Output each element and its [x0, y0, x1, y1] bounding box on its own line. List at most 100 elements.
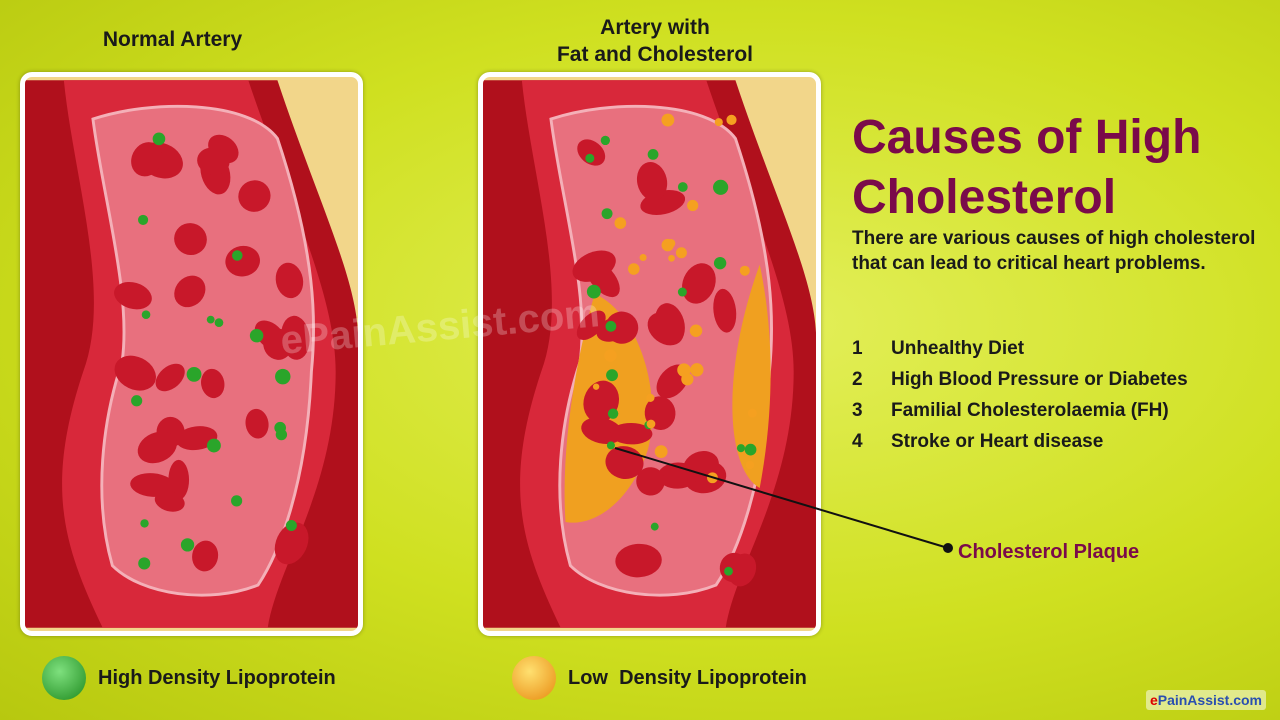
- red-blood-cell: [610, 422, 653, 445]
- hdl-particle: [736, 444, 746, 453]
- list-item: 4 Stroke or Heart disease: [852, 431, 1188, 462]
- causes-list: 1 Unhealthy Diet 2 High Blood Pressure or …: [852, 338, 1188, 462]
- hdl-particle: [606, 369, 618, 382]
- hdl-particle: [275, 368, 291, 385]
- epainassist-logo: ePainAssist.com: [1145, 690, 1266, 710]
- red-blood-cell: [154, 490, 185, 512]
- item-text: Familial Cholesterolaemia (FH): [891, 400, 1169, 421]
- ldl-particle: [726, 114, 737, 125]
- red-blood-cell: [176, 426, 218, 451]
- red-blood-cell: [201, 368, 225, 399]
- title-line-2: Cholesterol: [852, 171, 1117, 224]
- hdl-particle: [600, 135, 611, 146]
- ldl-particle: [639, 254, 647, 262]
- red-blood-cell: [238, 180, 271, 212]
- item-number: 2: [852, 369, 863, 390]
- hdl-particle: [140, 519, 149, 528]
- hdl-particle: [180, 538, 195, 552]
- ldl-particle: [646, 419, 656, 429]
- hdl-particle: [152, 132, 166, 146]
- red-blood-cell: [131, 142, 163, 177]
- red-blood-cell: [576, 310, 606, 341]
- red-blood-cell: [713, 288, 737, 333]
- page-title: Causes of High Cholesterol: [852, 108, 1201, 228]
- red-blood-cell: [647, 312, 684, 346]
- red-blood-cell: [130, 473, 175, 497]
- cholesterol-plaque-label: Cholesterol Plaque: [958, 541, 1140, 563]
- red-blood-cell: [245, 408, 269, 439]
- red-blood-cell: [174, 275, 206, 308]
- item-number: 1: [852, 338, 863, 359]
- red-blood-cell: [577, 139, 606, 166]
- hdl-particle: [724, 566, 733, 576]
- intro-text: There are various causes of high cholest…: [852, 228, 1256, 274]
- normal-artery-illustration: [20, 72, 363, 636]
- hdl-particle: [713, 256, 727, 270]
- red-blood-cell: [728, 553, 757, 587]
- hdl-particle: [585, 153, 595, 163]
- hdl-particle: [650, 522, 659, 531]
- legend-hdl-label: High Density Lipoprotein: [98, 666, 336, 689]
- red-blood-cell: [137, 431, 177, 464]
- legend-hdl: High Density Lipoprotein: [42, 656, 336, 700]
- ldl-particle: [661, 113, 675, 127]
- ldl-particle: [745, 460, 755, 470]
- red-blood-cell: [636, 467, 665, 496]
- ldl-particle: [689, 324, 703, 337]
- hdl-particle: [206, 315, 215, 324]
- red-blood-cell: [155, 363, 185, 392]
- red-blood-cell: [275, 262, 304, 299]
- hdl-particle: [606, 441, 615, 450]
- hdl-particle: [601, 208, 613, 220]
- fat-artery-caption: Artery with Fat and Cholesterol: [510, 14, 800, 68]
- fat-artery-illustration: [478, 72, 821, 636]
- logo-text: PainAssist.com: [1157, 692, 1262, 708]
- red-blood-cell: [615, 543, 662, 578]
- item-text: High Blood Pressure or Diabetes: [891, 369, 1188, 390]
- legend-ldl-label: Low Density Lipoprotein: [568, 666, 807, 689]
- ldl-particle: [654, 445, 668, 459]
- red-blood-cell: [174, 223, 207, 256]
- hdl-particle: [186, 366, 202, 382]
- logo-e: e: [1149, 692, 1158, 708]
- hdl-particle: [677, 287, 687, 297]
- hdl-particle: [744, 443, 757, 456]
- red-blood-cell: [192, 540, 219, 572]
- title-line-1: Causes of High: [852, 111, 1202, 164]
- hdl-particle: [677, 182, 688, 192]
- ldl-particle: [661, 238, 674, 252]
- caption-line-2: Fat and Cholesterol: [556, 43, 754, 66]
- ldl-particle: [628, 263, 640, 275]
- ldl-particle: [614, 217, 627, 229]
- ldl-particle: [668, 254, 675, 262]
- red-blood-cell: [636, 162, 668, 201]
- hdl-particle: [232, 250, 243, 261]
- red-blood-cell: [114, 355, 156, 391]
- red-blood-cell: [197, 147, 230, 175]
- ldl-particle: [646, 393, 655, 403]
- hdl-particle: [605, 320, 617, 332]
- red-blood-cell: [280, 315, 310, 360]
- ldl-particle: [592, 383, 600, 390]
- red-blood-cell: [274, 522, 309, 565]
- red-blood-cell: [681, 263, 716, 304]
- red-blood-cell: [114, 281, 152, 310]
- item-text: Stroke or Heart disease: [891, 431, 1104, 452]
- hdl-particle: [607, 408, 619, 419]
- hdl-particle: [249, 328, 264, 343]
- red-blood-cell: [254, 320, 286, 351]
- hdl-particle: [231, 495, 243, 507]
- ldl-particle: [747, 408, 757, 418]
- ldl-particle: [604, 349, 617, 362]
- red-blood-cell: [585, 260, 620, 298]
- item-number: 3: [852, 400, 863, 421]
- ldl-particle: [739, 265, 750, 276]
- list-item: 1 Unhealthy Diet: [852, 338, 1188, 369]
- item-text: Unhealthy Diet: [891, 338, 1025, 359]
- hdl-particle: [647, 149, 659, 160]
- hdl-particle: [138, 214, 149, 225]
- normal-artery-caption: Normal Artery: [102, 28, 243, 51]
- item-number: 4: [852, 431, 863, 452]
- green-dot-icon: [42, 656, 86, 700]
- hdl-particle: [214, 318, 224, 327]
